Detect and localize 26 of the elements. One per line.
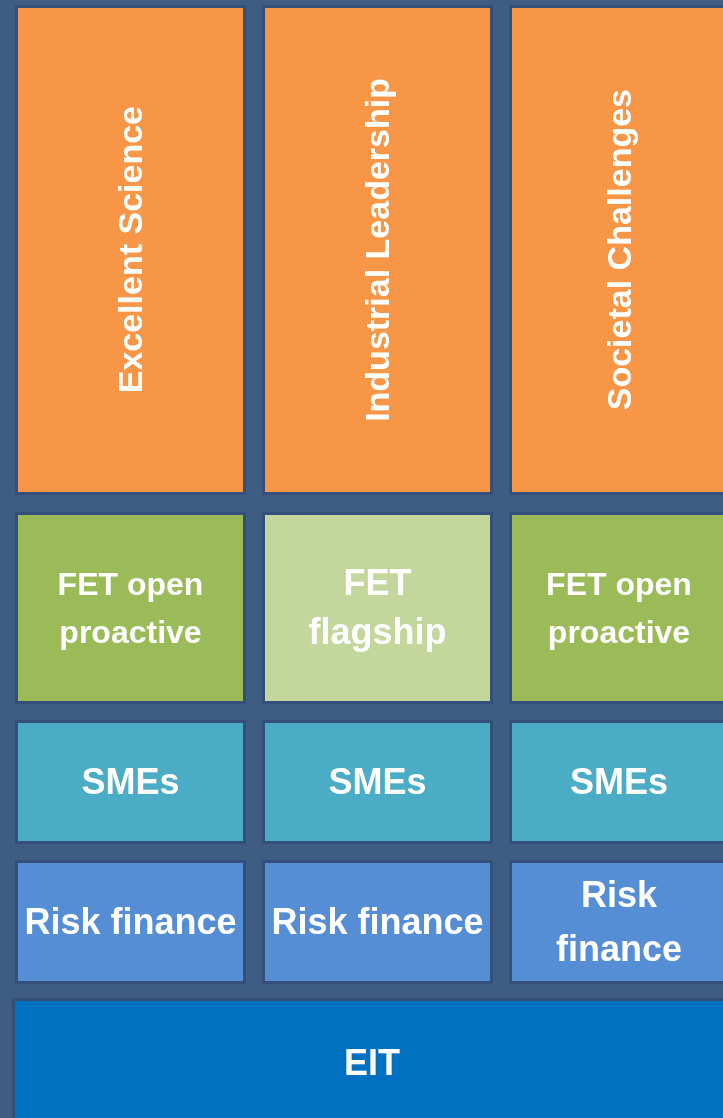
pillar-box (15, 5, 246, 495)
node-label: Societal Challenges (598, 89, 639, 411)
node-label: Risk finance (554, 873, 683, 971)
node-label: FET open proactive (56, 565, 205, 652)
node-label: Risk finance (270, 900, 485, 944)
sme-box (509, 720, 723, 844)
sme-box (262, 720, 493, 844)
node-label: SMEs (327, 760, 428, 804)
node-label: EIT (343, 1041, 401, 1085)
node-label: Excellent Science (110, 106, 150, 394)
fet-box (262, 512, 493, 704)
fet-box (15, 512, 246, 704)
sme-box (15, 720, 246, 844)
node-label: FET flagship (307, 561, 448, 654)
pillar-box (509, 5, 723, 495)
risk-finance-box (262, 860, 493, 984)
node-label: Industrial Leadership (357, 78, 397, 422)
node-label: Risk finance (23, 900, 238, 944)
eit-band (12, 998, 723, 1118)
risk-finance-box (509, 860, 723, 984)
node-label: SMEs (80, 760, 181, 804)
node-label: FET open proactive (545, 565, 693, 652)
fet-box (509, 512, 723, 704)
pillar-box (262, 5, 493, 495)
node-label: SMEs (568, 760, 669, 804)
risk-finance-box (15, 860, 246, 984)
